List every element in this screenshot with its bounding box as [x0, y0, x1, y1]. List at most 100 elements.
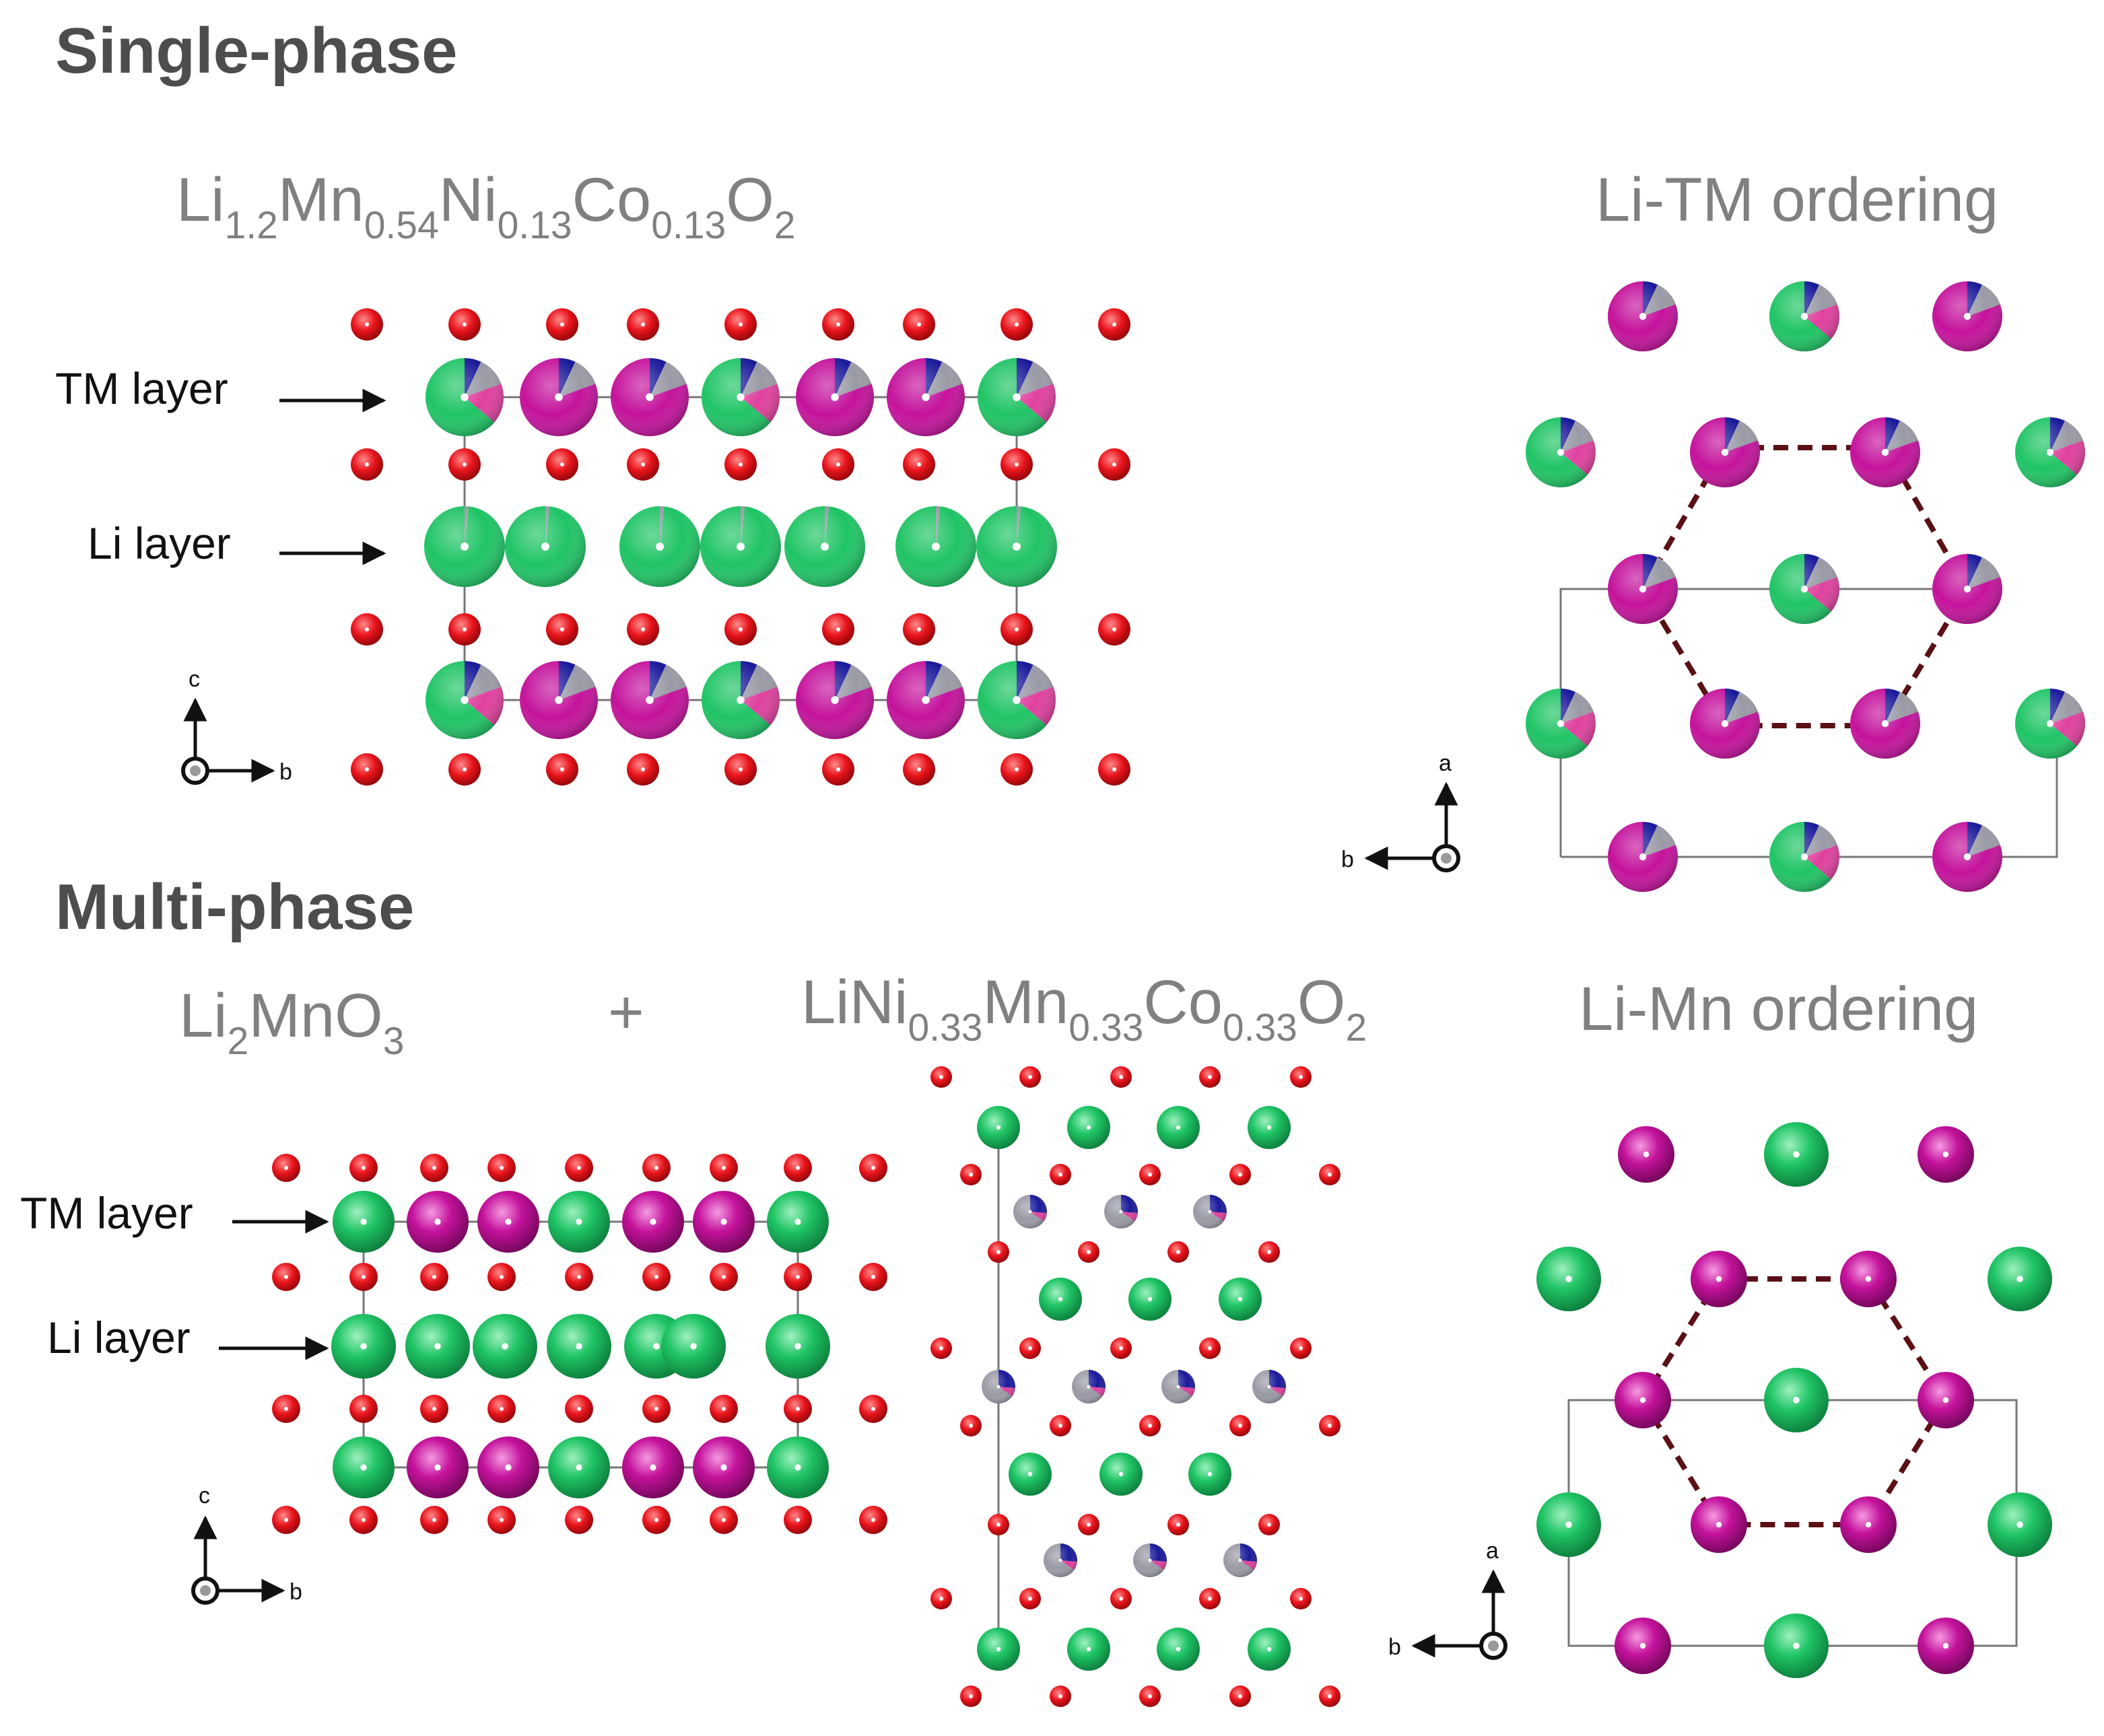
atom-highlight: [969, 1173, 973, 1177]
atom-highlight: [1119, 1075, 1123, 1079]
atom-highlight: [365, 767, 369, 771]
atom-highlight: [1328, 1694, 1332, 1698]
atom-highlight: [722, 1407, 726, 1411]
atom-highlight: [555, 393, 563, 401]
atom-highlight: [2016, 1521, 2023, 1528]
atom-highlight: [969, 1694, 973, 1698]
atom-highlight: [871, 1275, 875, 1279]
atom-highlight: [917, 462, 921, 466]
atom-highlight: [796, 1166, 800, 1170]
atom-highlight: [650, 1464, 656, 1471]
axis-indicator-cb-multi: c b: [191, 1483, 302, 1605]
atom-highlight: [1015, 767, 1019, 771]
atom-highlight: [1643, 1151, 1650, 1158]
formula-li2mno3: Li2MnO3: [179, 981, 404, 1063]
axis-label-b: b: [290, 1579, 302, 1605]
atom-highlight: [434, 1464, 441, 1471]
title-li-tm-ordering: Li-TM ordering: [1596, 166, 1998, 234]
atom-highlight: [1112, 767, 1116, 771]
atom-highlight: [541, 543, 549, 551]
mixed-tm-site: [1769, 822, 1839, 893]
atom-highlight: [1639, 312, 1647, 320]
atom-highlight: [1148, 1694, 1152, 1698]
atom-highlight: [1028, 1597, 1032, 1601]
axis-label-b: b: [279, 759, 292, 785]
formula-nmc: LiNi0.33Mn0.33Co0.33O2: [801, 968, 1367, 1049]
atom-highlight: [796, 1518, 800, 1522]
atom-highlight: [461, 696, 469, 704]
atom-highlight: [836, 462, 840, 466]
atom-highlight: [932, 543, 940, 551]
atom-highlight: [1208, 1346, 1212, 1350]
atom-highlight: [577, 1275, 581, 1279]
atom-highlight: [463, 322, 467, 326]
atom-highlight: [502, 1343, 508, 1350]
formula-single-phase: Li1.2Mn0.54Ni0.13Co0.13O2: [176, 166, 795, 247]
atom-highlight: [917, 322, 921, 326]
atom-highlight: [284, 1407, 288, 1411]
atoms-layer: [272, 281, 2085, 1707]
plus-sign: +: [608, 978, 644, 1047]
label-tm-layer-single: TM layer: [55, 363, 228, 413]
unit-cell-single-top: [1559, 588, 1983, 857]
atom-highlight: [641, 627, 645, 631]
atom-highlight: [360, 1218, 367, 1225]
atom-highlight: [463, 462, 467, 466]
axis-label-b: b: [1388, 1634, 1401, 1660]
atom-highlight: [432, 1407, 436, 1411]
atom-highlight: [1963, 585, 1971, 593]
atom-highlight: [1208, 1210, 1212, 1214]
atom-highlight: [365, 322, 369, 326]
atom-highlight: [996, 1646, 1001, 1652]
label-tm-layer-multi: TM layer: [20, 1188, 193, 1238]
atom-highlight: [794, 1464, 801, 1471]
atom-highlight: [560, 767, 564, 771]
atom-highlight: [1028, 1346, 1032, 1350]
atom-highlight: [654, 1407, 658, 1411]
atom-highlight: [1148, 1173, 1152, 1177]
atom-highlight: [1119, 1346, 1123, 1350]
atom-highlight: [432, 1275, 436, 1279]
atom-highlight: [1639, 1397, 1646, 1403]
atom-highlight: [1028, 1075, 1032, 1079]
atom-highlight: [831, 393, 839, 401]
atom-highlight: [461, 393, 469, 401]
atom-highlight: [577, 1166, 581, 1170]
atom-highlight: [1176, 1385, 1180, 1389]
atom-highlight: [796, 1275, 800, 1279]
atom-highlight: [2016, 1276, 2023, 1282]
atom-highlight: [505, 1218, 512, 1225]
atom-highlight: [1087, 1250, 1091, 1254]
atom-highlight: [917, 767, 921, 771]
atom-highlight: [1176, 1646, 1181, 1652]
atom-highlight: [360, 1464, 367, 1471]
atom-highlight: [1716, 1521, 1722, 1528]
atom-highlight: [821, 543, 829, 551]
atom-highlight: [831, 696, 839, 704]
atom-highlight: [1238, 1173, 1242, 1177]
atom-highlight: [1208, 1075, 1212, 1079]
atom-highlight: [1800, 585, 1808, 593]
atom-highlight: [434, 1343, 441, 1350]
atom-highlight: [1721, 720, 1729, 728]
atom-highlight: [576, 1343, 582, 1350]
atom-highlight: [1267, 1523, 1271, 1527]
axis-label-c: c: [189, 666, 200, 692]
atom-highlight: [720, 1464, 727, 1471]
axis-label-a: a: [1486, 1538, 1499, 1564]
atom-highlight: [690, 1343, 697, 1350]
atom-highlight: [1942, 1397, 1949, 1403]
atom-highlight: [646, 696, 654, 704]
atom-highlight: [1112, 322, 1116, 326]
axis-indicator-cb-single: c b: [181, 666, 292, 785]
atom-highlight: [1148, 1424, 1152, 1428]
atom-highlight: [1176, 1250, 1180, 1254]
atom-highlight: [1208, 1597, 1212, 1601]
atom-highlight: [1086, 1646, 1091, 1652]
atom-highlight: [1793, 1151, 1800, 1158]
atom-highlight: [1015, 627, 1019, 631]
atom-highlight: [1557, 448, 1565, 456]
atom-highlight: [1328, 1173, 1332, 1177]
atom-highlight: [1299, 1075, 1303, 1079]
